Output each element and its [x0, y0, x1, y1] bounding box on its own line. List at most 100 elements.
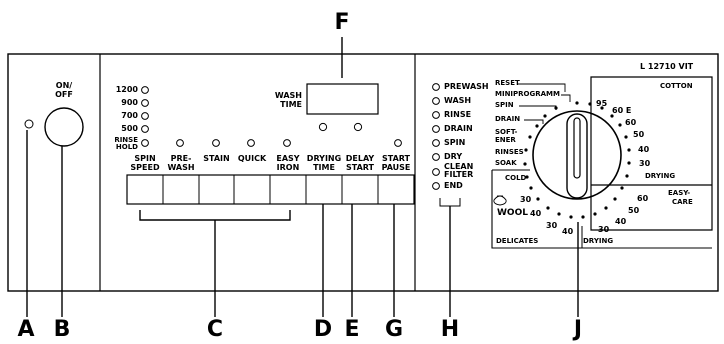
phase-clean: CLEAN — [444, 162, 474, 171]
dial-cold: COLD — [505, 174, 527, 182]
temp-40-delicates: 40 — [562, 227, 574, 236]
drying-time-button[interactable] — [306, 175, 342, 204]
on-off-label-1: ON/ — [55, 81, 73, 90]
callout-h: H — [440, 317, 460, 342]
led-900 — [141, 99, 149, 107]
label-spin-speed-1: SPIN — [134, 154, 156, 163]
label-easy-iron-1: EASY — [276, 154, 300, 163]
phase-wash: WASH — [444, 96, 472, 105]
temp-60e: 60 E — [612, 106, 632, 115]
label-start-pause-1: START — [381, 154, 411, 163]
temp-30-wool: 30 — [520, 195, 532, 204]
rinse-hold-1: RINSE — [114, 136, 138, 144]
led-stain — [212, 139, 220, 147]
temp-40-cotton: 40 — [638, 145, 650, 154]
label-delay-start-1: DELAY — [345, 154, 375, 163]
callout-a: A — [17, 317, 35, 342]
section-easy-care-1: EASY- — [668, 189, 691, 197]
phase-led-drain — [432, 125, 440, 133]
callout-j: J — [573, 317, 583, 342]
phase-drain: DRAIN — [444, 124, 473, 133]
temp-95: 95 — [596, 99, 608, 108]
callout-f: F — [334, 10, 350, 35]
prewash-button[interactable] — [163, 175, 199, 204]
label-prewash-2: WASH — [167, 163, 195, 172]
label-quick: QUICK — [237, 154, 267, 163]
dial-pointer — [573, 117, 581, 179]
led-easy-iron — [283, 139, 291, 147]
phase-bracket — [439, 198, 461, 207]
section-drying-right: DRYING — [645, 172, 676, 180]
temp-30-delicates: 30 — [546, 221, 558, 230]
temp-40-easycare: 40 — [615, 217, 627, 226]
phase-prewash: PREWASH — [444, 82, 489, 91]
cold-wool-frame — [491, 169, 530, 222]
temp-30-drying: 30 — [598, 225, 610, 234]
mains-indicator-light — [24, 119, 34, 129]
spin-speed-button[interactable] — [127, 175, 163, 204]
label-stain: STAIN — [203, 154, 230, 163]
stain-button[interactable] — [199, 175, 234, 204]
callout-lines — [26, 37, 579, 317]
phase-rinse: RINSE — [444, 110, 472, 119]
phase-spin: SPIN — [444, 138, 466, 147]
speed-900: 900 — [121, 98, 138, 107]
callout-c: C — [206, 317, 224, 342]
delicates-frame — [491, 222, 712, 249]
led-prewash — [176, 139, 184, 147]
display-button-left[interactable] — [318, 122, 328, 132]
phase-led-wash — [432, 97, 440, 105]
temp-50-easycare: 50 — [628, 206, 640, 215]
temp-60-cotton: 60 — [625, 118, 637, 127]
phase-led-rinse — [432, 111, 440, 119]
start-pause-button[interactable] — [378, 175, 414, 204]
speed-500: 500 — [121, 124, 138, 133]
wool-icon — [493, 195, 507, 206]
display-button-right[interactable] — [353, 122, 363, 132]
speed-1200: 1200 — [115, 85, 138, 94]
dial-softener-2: ENER — [495, 136, 516, 144]
temp-60-easycare: 60 — [637, 194, 649, 203]
label-spin-speed-2: SPEED — [130, 163, 160, 172]
label-start-pause-2: PAUSE — [381, 163, 411, 172]
control-panel — [7, 53, 719, 292]
wash-time-label-2: TIME — [280, 100, 302, 109]
rinse-hold-2: HOLD — [115, 143, 138, 151]
phase-end: END — [444, 181, 463, 190]
phase-led-clean-filter — [432, 168, 440, 176]
label-easy-iron-2: IRON — [276, 163, 300, 172]
quick-button[interactable] — [234, 175, 270, 204]
dial-spin: SPIN — [495, 101, 514, 109]
wash-time-label-1: WASH — [274, 91, 302, 100]
temp-30-cotton: 30 — [639, 159, 651, 168]
on-off-knob[interactable] — [44, 107, 84, 147]
dial-softener-1: SOFT- — [495, 128, 518, 136]
easy-iron-button[interactable] — [270, 175, 306, 204]
dial-label-leaders — [518, 83, 571, 124]
label-prewash-1: PRE- — [170, 154, 192, 163]
led-500 — [141, 125, 149, 133]
program-dial[interactable] — [532, 110, 622, 200]
button-dividers — [162, 175, 379, 204]
cotton-easycare-frame — [590, 76, 713, 231]
dial-rinses: RINSES — [495, 148, 524, 156]
dial-drain: DRAIN — [495, 115, 521, 123]
dial-position-dots — [523, 101, 631, 219]
phase-led-dry — [432, 153, 440, 161]
led-quick — [247, 139, 255, 147]
callout-d: D — [313, 317, 333, 342]
temp-40-wool: 40 — [530, 209, 542, 218]
phase-led-prewash — [432, 83, 440, 91]
section-wool: WOOL — [497, 208, 528, 218]
on-off-label-2: OFF — [55, 90, 73, 99]
section-easy-care-2: CARE — [672, 198, 693, 206]
led-700 — [141, 112, 149, 120]
phase-dry: DRY — [444, 152, 463, 161]
dial-soak: SOAK — [495, 159, 517, 167]
dial-reset: RESET — [495, 79, 520, 87]
led-1200 — [141, 86, 149, 94]
dial-grip[interactable] — [566, 113, 588, 199]
label-drying-time-1: DRYING — [306, 154, 342, 163]
temp-50-cotton: 50 — [633, 130, 645, 139]
delay-start-button[interactable] — [342, 175, 378, 204]
